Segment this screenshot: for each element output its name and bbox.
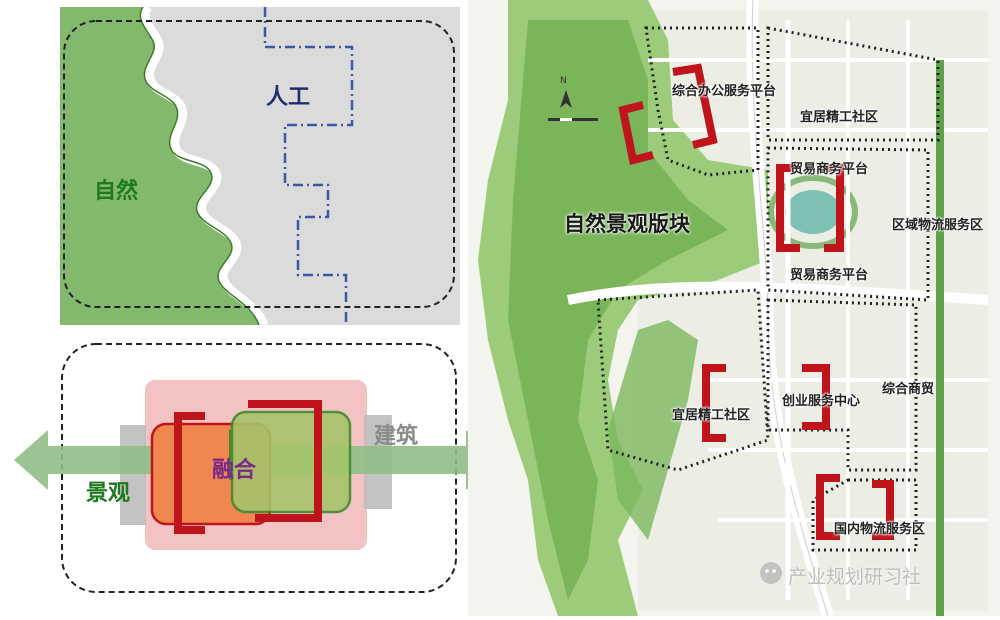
landscape-label: 景观 (86, 481, 131, 506)
label-community-bottom: 宜居精工社区 (672, 408, 751, 423)
artificial-label: 人工 (266, 85, 311, 110)
natural-label: 自然 (94, 179, 139, 204)
fusion-label: 融合 (212, 458, 257, 483)
north-arrow-icon (560, 90, 572, 108)
label-community-top: 宜居精工社区 (800, 110, 879, 125)
artificial-boundary (263, 7, 354, 325)
scale-bar (548, 118, 598, 121)
lake (785, 190, 841, 234)
zone-boundaries (596, 26, 940, 552)
bracket-office-left (618, 101, 654, 165)
bracket-trade-left (776, 164, 800, 252)
master-plan-map: N 自然景观版块 综合办公服务平台 宜居精工社区 贸易商务平台 区域物流服务区 … (468, 0, 1000, 618)
bracket-office-right (672, 63, 718, 149)
fusion-graphic (14, 343, 500, 593)
label-trade-platform-top: 贸易商务平台 (790, 162, 869, 177)
bracket-trade-right (822, 164, 844, 252)
fusion-diagram: 景观 融合 建筑 (0, 330, 512, 610)
natural-area (60, 7, 264, 325)
bracket-startup-right (802, 364, 830, 430)
river (140, 4, 269, 327)
building-label: 建筑 (374, 424, 419, 449)
north-label: N (560, 76, 567, 86)
watermark-text: 产业规划研习社 (788, 566, 922, 588)
bracket-logistics-left (816, 474, 840, 540)
nature-artificial-diagram: 自然 人工 (60, 4, 460, 327)
bracket-community-left (702, 364, 726, 442)
label-office-platform: 综合办公服务平台 (672, 84, 777, 99)
fusion-bracket-left (174, 412, 205, 534)
nature-artificial-graphic (60, 4, 460, 327)
main-road-ew (567, 281, 989, 305)
label-regional-logistics: 区域物流服务区 (892, 218, 984, 233)
map-brackets (618, 63, 894, 540)
label-general-trade: 综合商贸 (882, 382, 935, 397)
label-trade-platform-bottom: 贸易商务平台 (790, 268, 869, 283)
map-graphic (468, 0, 1000, 618)
natural-landscape-zone-label: 自然景观版块 (564, 212, 690, 236)
label-domestic-logistics: 国内物流服务区 (834, 522, 926, 537)
fusion-bracket-right (248, 400, 322, 522)
building-bar-left (120, 425, 146, 525)
bracket-logistics-right (872, 480, 894, 540)
wechat-icon (760, 562, 782, 584)
label-startup-center: 创业服务中心 (782, 394, 861, 409)
